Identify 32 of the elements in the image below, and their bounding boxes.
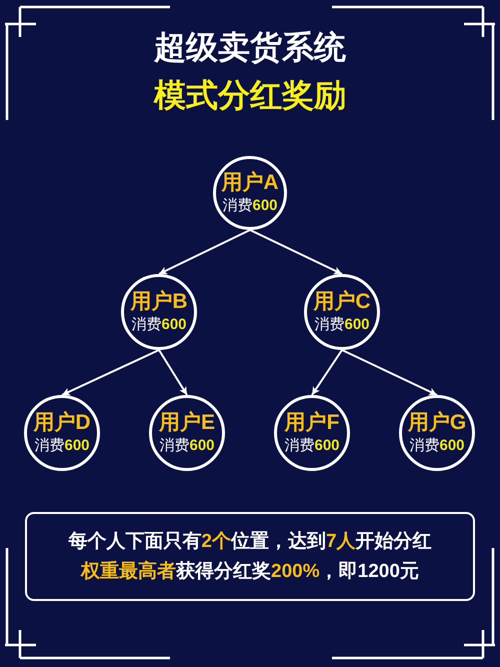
arrow xyxy=(311,349,343,396)
spend-amount: 消费600 xyxy=(34,436,90,455)
spend-amount: 消费600 xyxy=(284,436,340,455)
user-circle xyxy=(274,395,350,471)
spend-amount: 消费600 xyxy=(131,316,187,334)
user-circle xyxy=(213,156,287,230)
spend-amount: 消费600 xyxy=(159,436,215,455)
arrow xyxy=(158,349,188,396)
arrow xyxy=(342,349,438,396)
spend-amount: 消费600 xyxy=(314,316,370,334)
user-name: 用户G xyxy=(408,411,466,436)
user-circle xyxy=(121,274,197,350)
note-box xyxy=(25,512,475,601)
user-name: 用户B xyxy=(130,290,188,315)
arrow xyxy=(158,229,250,275)
arrow xyxy=(250,229,342,275)
spend-amount: 消费600 xyxy=(409,436,465,455)
spend-amount: 消费600 xyxy=(222,196,278,215)
subtitle: 模式分红奖励 xyxy=(154,77,346,114)
user-circle xyxy=(304,274,380,350)
user-name: 用户D xyxy=(33,411,91,436)
user-circle xyxy=(149,395,225,471)
title: 超级卖货系统 xyxy=(154,29,346,66)
user-circle xyxy=(399,395,475,471)
note-text: 每个人下面只有2个位置，达到7人开始分红 xyxy=(68,530,432,554)
note-text: 权重最高者获得分红奖200%，即1200元 xyxy=(81,560,419,584)
user-circle xyxy=(24,395,100,471)
user-name: 用户E xyxy=(158,411,215,436)
arrow xyxy=(62,349,160,396)
user-name: 用户C xyxy=(313,290,371,315)
user-name: 用户F xyxy=(284,411,340,436)
user-name: 用户A xyxy=(221,171,279,196)
